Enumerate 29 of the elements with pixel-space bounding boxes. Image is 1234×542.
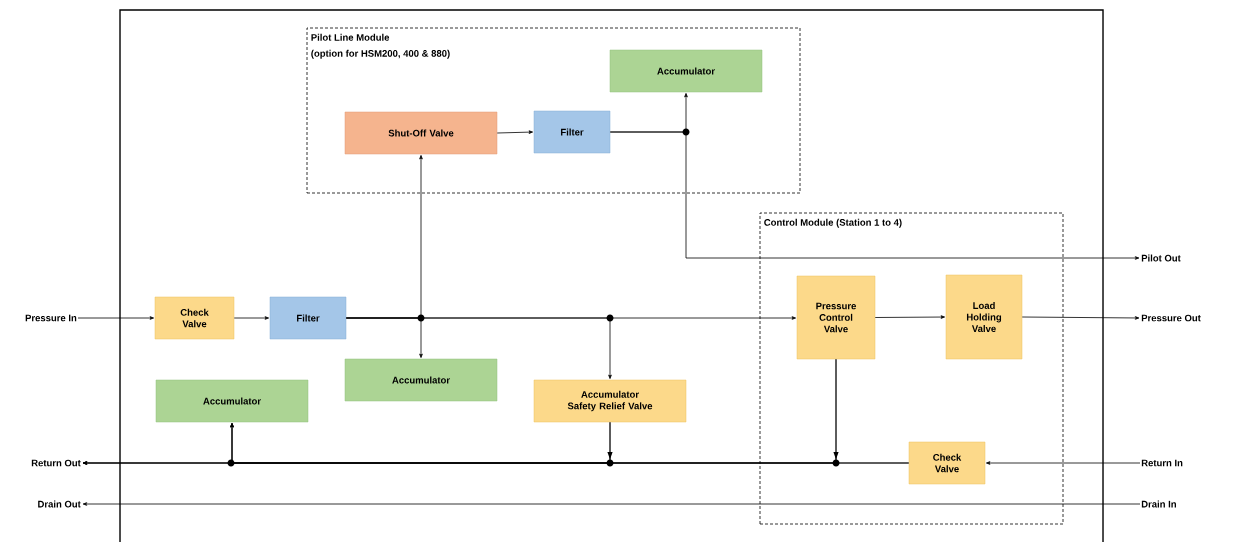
component-box: Load Holding Valve bbox=[945, 274, 1023, 360]
outer-frame bbox=[119, 9, 1104, 542]
port-label: Drain Out bbox=[38, 500, 81, 508]
component-box: Shut-Off Valve bbox=[344, 111, 498, 155]
component-box: Check Valve bbox=[908, 441, 986, 485]
arrow bbox=[496, 130, 533, 134]
arrow bbox=[230, 423, 910, 464]
component-box: Pressure Control Valve bbox=[796, 275, 876, 360]
component-box: Accumulator bbox=[155, 379, 309, 423]
port-label: Return Out bbox=[31, 459, 81, 467]
arrow bbox=[609, 131, 1140, 260]
component-box: Accumulator bbox=[609, 49, 763, 93]
arrow bbox=[986, 461, 1141, 465]
arrow bbox=[1021, 316, 1140, 320]
arrow bbox=[874, 315, 945, 319]
arrow bbox=[77, 316, 154, 320]
component-box: Filter bbox=[269, 296, 347, 340]
port-label: Pressure Out bbox=[1141, 314, 1201, 322]
arrow bbox=[233, 316, 269, 320]
component-box: Filter bbox=[533, 110, 611, 154]
arrow bbox=[345, 316, 796, 320]
component-box: Accumulator Safety Relief Valve bbox=[533, 379, 687, 423]
arrow bbox=[82, 502, 1141, 506]
port-label: Pressure In bbox=[25, 314, 77, 322]
port-label: Pilot Out bbox=[1141, 254, 1181, 262]
port-label: Return In bbox=[1141, 459, 1183, 467]
component-box: Accumulator bbox=[344, 358, 498, 402]
port-label: Drain In bbox=[1141, 500, 1176, 508]
component-box: Check Valve bbox=[154, 296, 235, 340]
